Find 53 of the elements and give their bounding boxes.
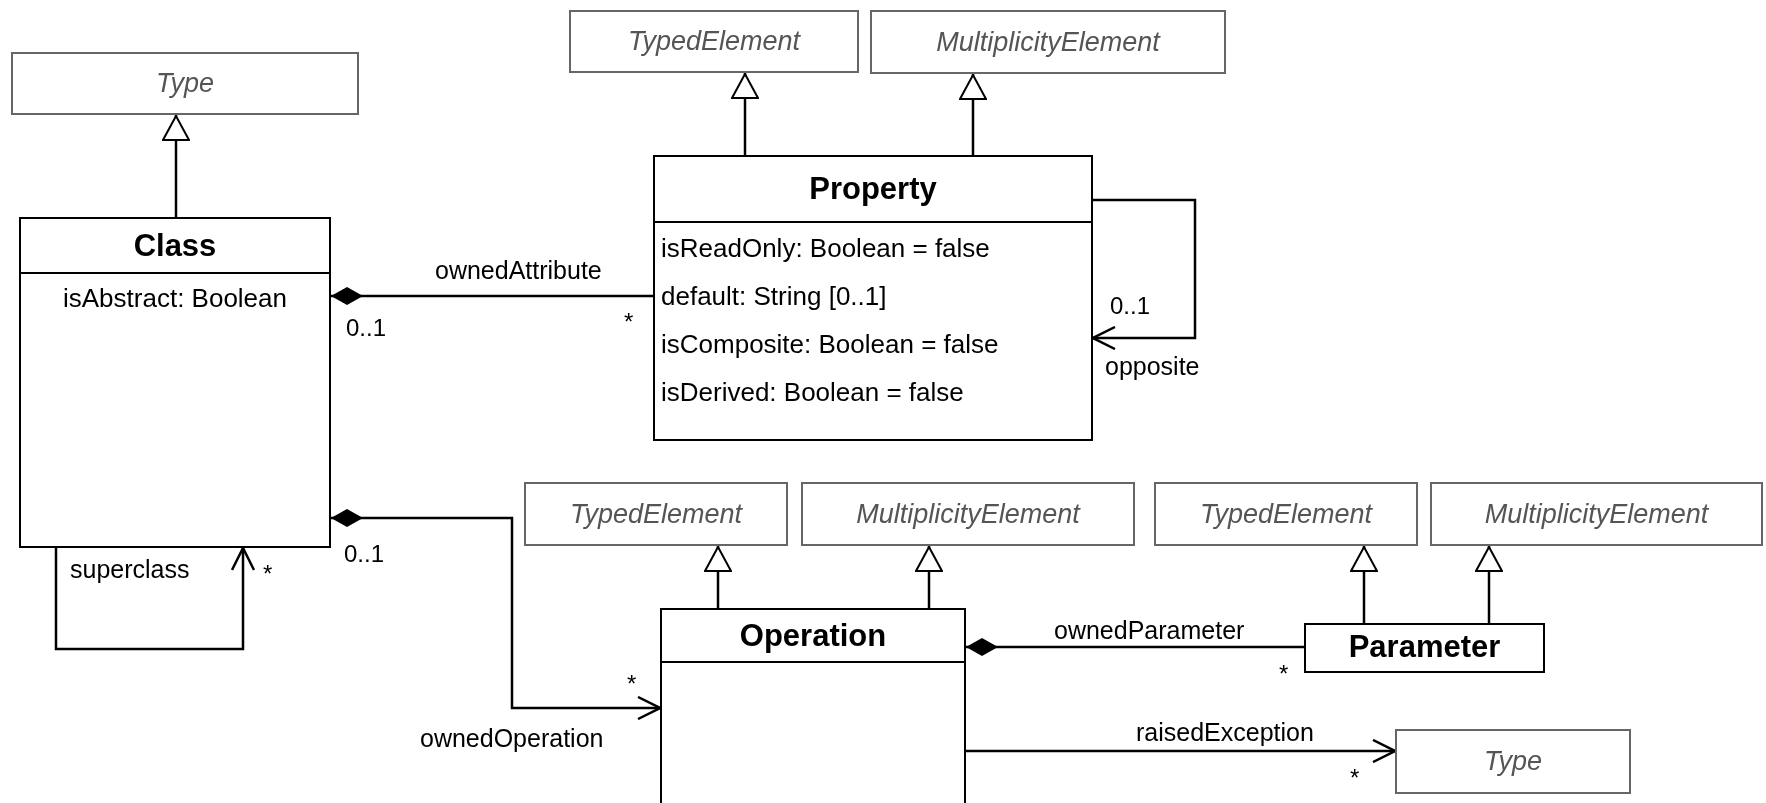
association-arrow — [54, 546, 256, 651]
abstract-class-box — [1395, 729, 1631, 794]
class-name: TypedElement — [1199, 498, 1373, 530]
generalization-arrow — [704, 546, 732, 608]
class-name: TypedElement — [627, 26, 801, 57]
class-name: MultiplicityElement — [856, 498, 1080, 530]
edge-label: opposite — [1105, 354, 1200, 379]
abstract-class-box — [870, 10, 1226, 74]
class-name: Operation — [662, 610, 964, 663]
class-box — [1304, 623, 1545, 673]
generalization-arrow — [162, 115, 190, 217]
abstract-class-box — [801, 482, 1135, 546]
class-name: MultiplicityElement — [1484, 498, 1709, 530]
attribute-text: isReadOnly: Boolean = false — [661, 233, 990, 264]
class-name: Class — [21, 219, 329, 274]
attribute-text: isComposite: Boolean = false — [661, 329, 999, 360]
class-name: Type — [156, 68, 214, 99]
class-name: Parameter — [1347, 628, 1502, 666]
multiplicity-label: 0..1 — [346, 316, 387, 340]
generalization-arrow — [1475, 546, 1503, 623]
composition-line — [966, 638, 1304, 656]
generalization-arrow — [1350, 546, 1378, 623]
abstract-class-box — [1154, 482, 1418, 546]
multiplicity-label: * — [1350, 766, 1360, 790]
multiplicity-label: * — [624, 310, 634, 334]
multiplicity-label: * — [1279, 662, 1289, 686]
multiplicity-label: 0..1 — [344, 542, 385, 566]
class-box — [653, 155, 1093, 441]
edge-label: superclass — [70, 557, 190, 582]
composition-line — [331, 509, 662, 721]
multiplicity-label: * — [627, 672, 637, 696]
class-name: MultiplicityElement — [936, 26, 1160, 58]
composition-line — [331, 287, 653, 305]
multiplicity-label: 0..1 — [1110, 294, 1151, 318]
multiplicity-label: * — [263, 562, 273, 586]
class-box — [660, 608, 966, 803]
generalization-arrow — [915, 546, 943, 608]
generalization-arrow — [731, 73, 759, 155]
abstract-class-box — [524, 482, 788, 546]
association-arrow — [966, 738, 1397, 764]
abstract-class-box — [11, 52, 359, 115]
class-name: TypedElement — [569, 498, 743, 530]
generalization-arrow — [959, 74, 987, 155]
attribute-text: isDerived: Boolean = false — [661, 377, 964, 408]
class-name: Property — [655, 157, 1091, 223]
attribute-text: default: String [0..1] — [661, 281, 887, 312]
class-box — [19, 217, 331, 548]
edge-label: ownedOperation — [420, 726, 604, 751]
edge-label: raisedException — [1136, 720, 1314, 745]
abstract-class-box — [1430, 482, 1763, 546]
attribute-text: isAbstract: Boolean — [62, 283, 288, 314]
class-name: Type — [1484, 746, 1542, 777]
abstract-class-box — [569, 10, 859, 73]
